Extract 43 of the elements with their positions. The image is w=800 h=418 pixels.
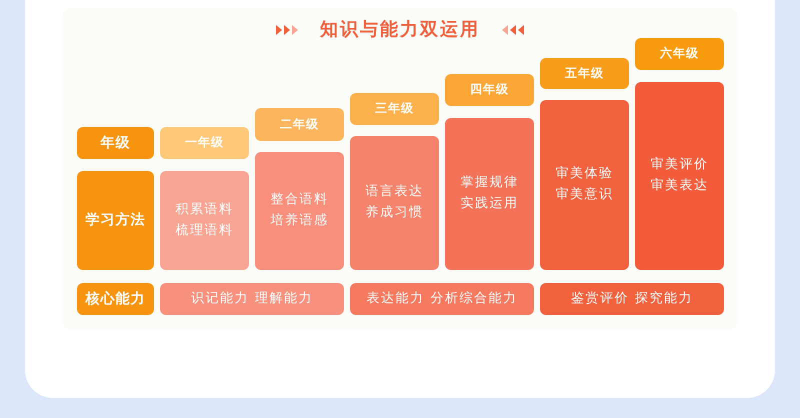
method-card xyxy=(160,171,249,270)
grade-tab xyxy=(350,93,439,125)
method-card xyxy=(635,82,724,270)
grade-label: 三年级 xyxy=(375,100,414,118)
grade-label: 一年级 xyxy=(185,134,224,152)
grade-label: 六年级 xyxy=(660,45,699,62)
grade-tab xyxy=(255,108,344,141)
row-heading: 核心能力 xyxy=(86,290,146,309)
ability-text: 鉴赏评价 探究能力 xyxy=(571,290,693,308)
method-text: 培养语感 xyxy=(270,212,328,230)
method-text: 语言表达 xyxy=(366,183,424,202)
method-text: 审美表达 xyxy=(650,177,708,195)
grade-label: 五年级 xyxy=(565,64,604,82)
ability-text: 表达能力 分析综合能力 xyxy=(366,290,518,308)
row-heading-tab xyxy=(77,283,154,315)
ability-bar xyxy=(540,283,724,315)
method-card xyxy=(540,100,629,270)
grade-tab xyxy=(540,58,629,89)
grade-label: 二年级 xyxy=(280,116,319,133)
grade-tab xyxy=(160,127,249,159)
row-heading: 年级 xyxy=(100,134,130,153)
ability-text: 识记能力 理解能力 xyxy=(191,290,313,308)
method-card xyxy=(445,118,534,270)
method-text: 梳理语料 xyxy=(176,222,234,240)
method-text: 整合语料 xyxy=(270,191,328,210)
method-text: 审美评价 xyxy=(650,156,708,174)
row-heading-tab xyxy=(77,171,154,270)
ability-bar xyxy=(350,283,534,315)
method-text: 审美体验 xyxy=(556,165,614,184)
title: 知识与能力双运用 xyxy=(320,19,480,40)
method-text: 实践运用 xyxy=(460,195,518,213)
method-card xyxy=(255,152,344,270)
row-heading-tab xyxy=(77,127,154,159)
method-card xyxy=(350,136,439,270)
method-text: 审美意识 xyxy=(556,186,614,204)
ability-bar xyxy=(160,283,344,315)
grade-label: 四年级 xyxy=(470,81,509,98)
grade-tab xyxy=(445,74,534,106)
grade-tab xyxy=(635,38,724,70)
method-text: 掌握规律 xyxy=(460,174,518,192)
row-heading: 学习方法 xyxy=(86,210,146,230)
method-text: 养成习惯 xyxy=(366,204,424,222)
method-text: 积累语料 xyxy=(176,200,234,219)
